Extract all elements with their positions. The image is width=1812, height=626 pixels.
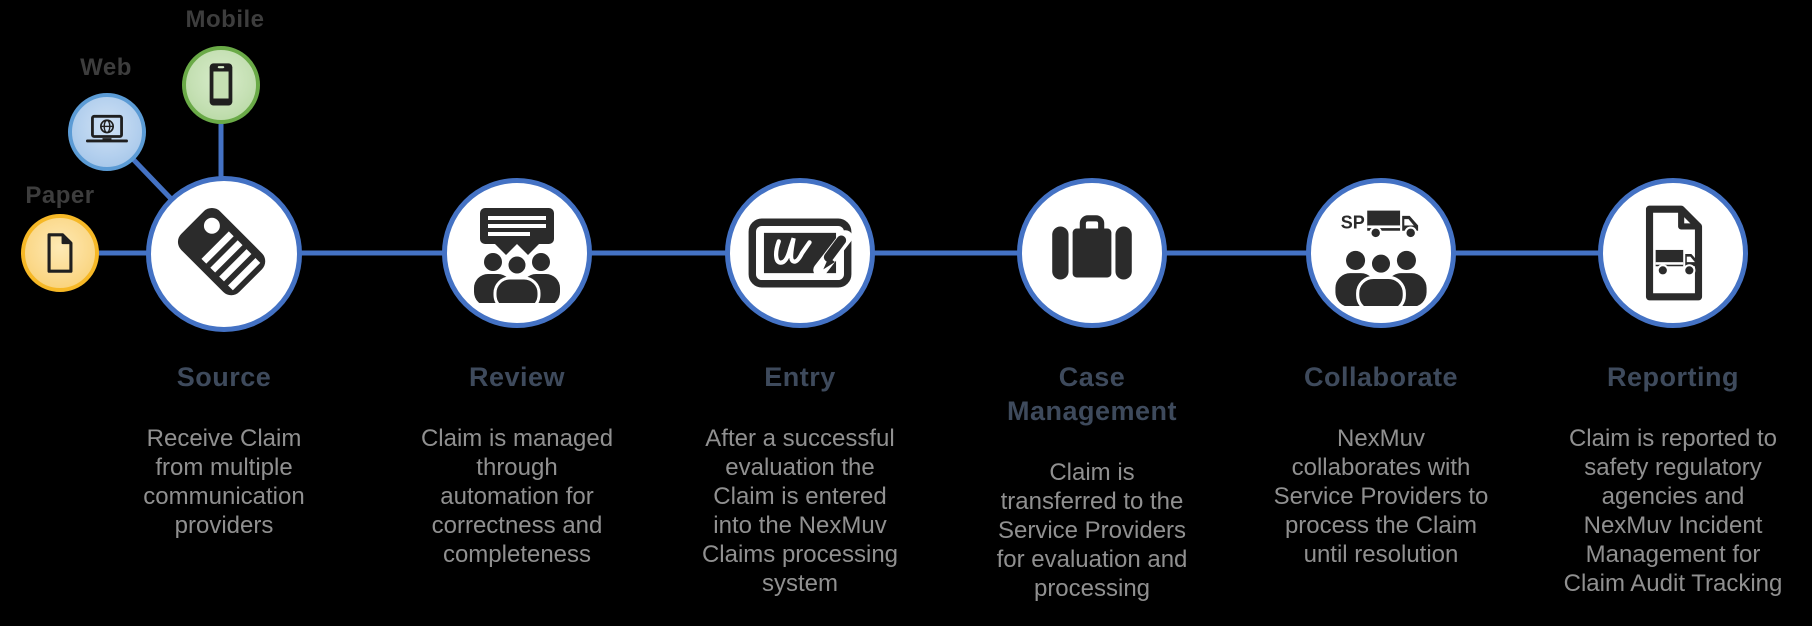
collaborate-node: SP — [1306, 178, 1456, 328]
collaborate-text-block: Collaborate NexMuv collaborates with Ser… — [1231, 360, 1531, 569]
source-title: Source — [176, 362, 272, 392]
paper-label: Paper — [25, 182, 95, 209]
case-management-description: Claim is transferred to the Service Prov… — [996, 459, 1188, 602]
truck-report-document-icon — [1645, 205, 1703, 301]
reporting-node — [1598, 178, 1748, 328]
paper-node — [21, 214, 99, 292]
web-node — [68, 93, 146, 171]
laptop-globe-icon — [86, 114, 128, 143]
reporting-text-block: Reporting Claim is reported to safety re… — [1523, 360, 1812, 598]
source-text-block: Source Receive Claim from multiple commu… — [74, 360, 374, 540]
sp-truck-label: SP — [1341, 213, 1365, 233]
case-management-title: Case Management — [1006, 362, 1178, 426]
mobile-node — [182, 46, 260, 124]
entry-node — [725, 178, 875, 328]
entry-title: Entry — [764, 362, 836, 392]
smartphone-icon — [209, 63, 233, 106]
service-provider-team-icon: SP — [1335, 210, 1427, 306]
entry-text-block: Entry After a successful evaluation the … — [650, 360, 950, 598]
mobile-label: Mobile — [185, 6, 265, 33]
case-management-node — [1017, 178, 1167, 328]
discussion-people-icon — [474, 208, 560, 303]
collaborate-description: NexMuv collaborates with Service Provide… — [1273, 425, 1489, 568]
review-text-block: Review Claim is managed through automati… — [367, 360, 667, 569]
entry-description: After a successful evaluation the Claim … — [701, 425, 899, 597]
price-tag-icon — [177, 207, 266, 296]
reporting-title: Reporting — [1607, 362, 1739, 392]
case-management-text-block: Case Management Claim is transferred to … — [942, 360, 1242, 603]
review-description: Claim is managed through automation for … — [420, 425, 614, 568]
web-label: Web — [80, 54, 132, 81]
review-title: Review — [468, 362, 566, 392]
briefcase-icon — [1052, 215, 1132, 280]
review-node — [442, 178, 592, 328]
collaborate-title: Collaborate — [1303, 362, 1459, 392]
signature-tablet-icon — [748, 218, 853, 288]
reporting-description: Claim is reported to safety regulatory a… — [1563, 425, 1783, 597]
source-node — [146, 176, 302, 332]
source-description: Receive Claim from multiple communicatio… — [143, 425, 305, 539]
paper-document-icon — [47, 233, 73, 273]
